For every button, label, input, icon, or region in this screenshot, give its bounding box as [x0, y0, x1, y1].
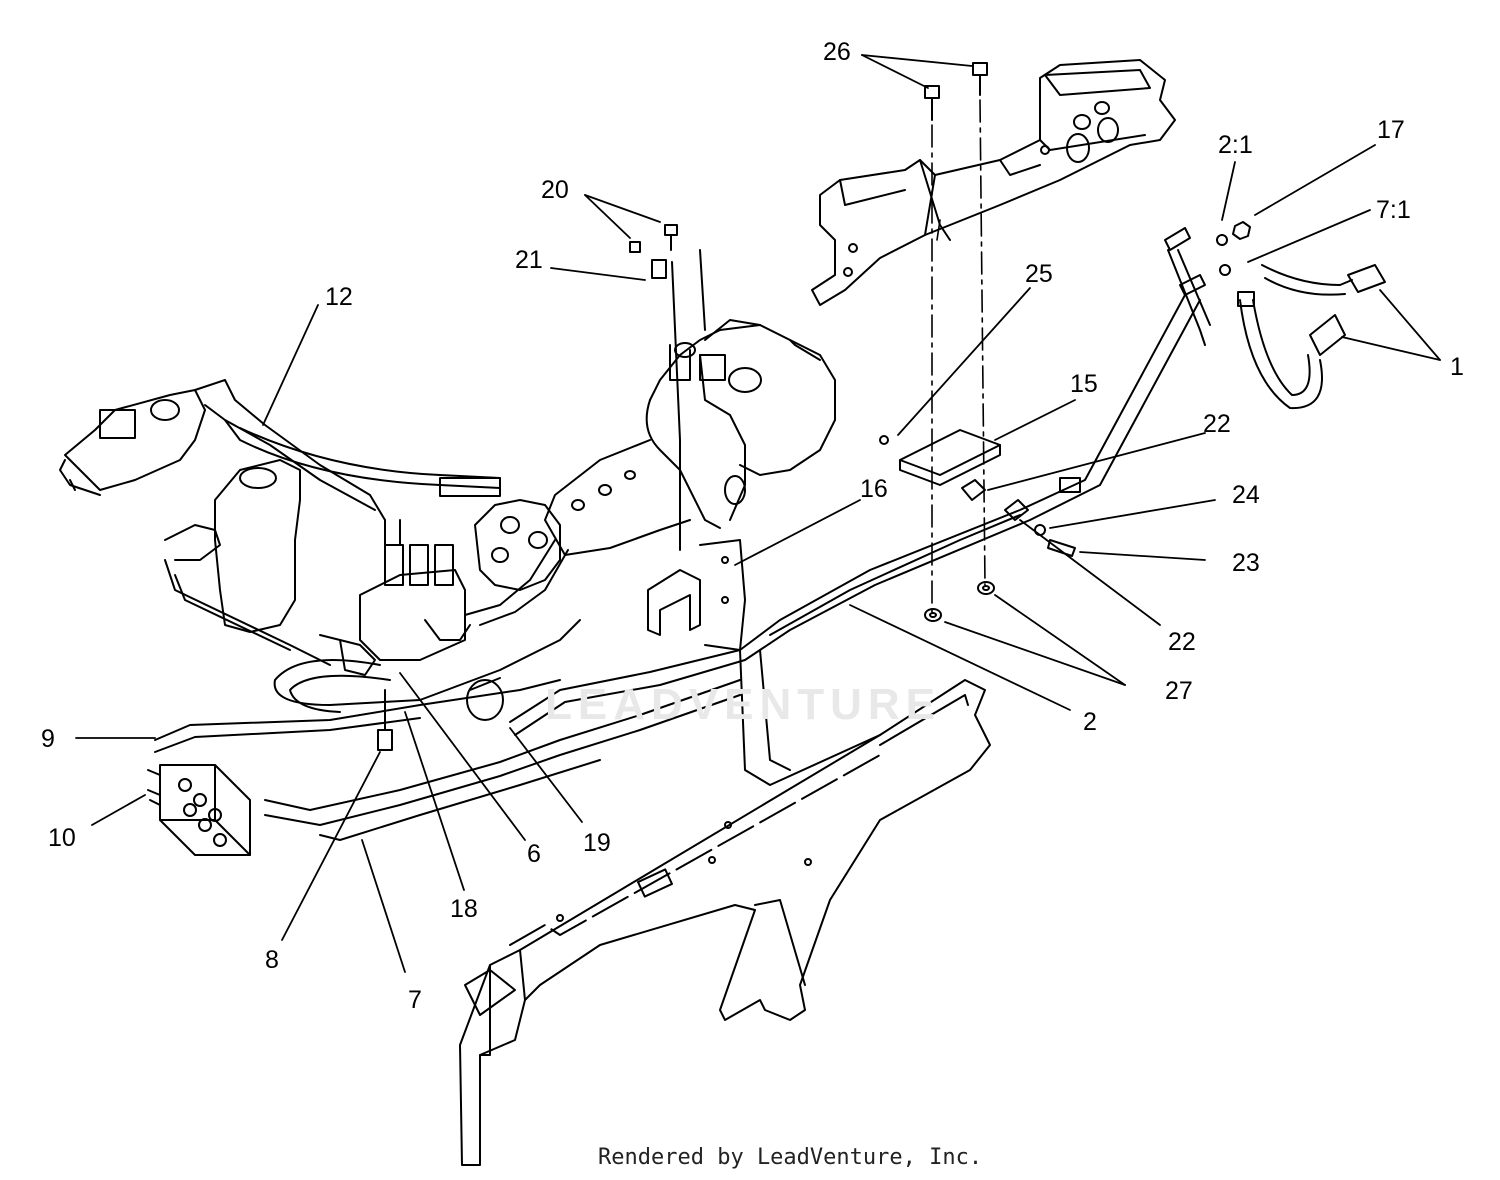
- callout-17: 17: [1377, 116, 1405, 144]
- callout-2: 2: [1083, 708, 1097, 736]
- watermark-text: LEADVENTURE: [545, 680, 942, 729]
- callout-1: 1: [1450, 353, 1464, 381]
- callout-6: 6: [527, 840, 541, 868]
- clamp-22: [962, 478, 1080, 556]
- centerlines: [932, 100, 985, 615]
- steering-cylinder: [60, 380, 500, 520]
- callout-27: 27: [1165, 677, 1193, 705]
- upper-frame-crossmember: [812, 60, 1175, 305]
- render-credit: Rendered by LeadVenture, Inc.: [598, 1145, 983, 1170]
- tube-2: [510, 295, 1200, 735]
- filter: [165, 460, 330, 665]
- callout-18: 18: [450, 895, 478, 923]
- plate-15: [880, 430, 1000, 485]
- callout-2-1: 2:1: [1218, 131, 1253, 159]
- hydraulic-pump: [647, 320, 835, 528]
- callout-9: 9: [41, 725, 55, 753]
- control-valve: [475, 500, 560, 590]
- callout-10: 10: [48, 824, 76, 852]
- axle-tube: [545, 440, 690, 555]
- bolt-26b: [973, 63, 987, 95]
- fitting-8: [378, 690, 392, 750]
- callout-22a: 22: [1203, 410, 1231, 438]
- leader-lines: [76, 55, 1440, 972]
- nut-27a: [925, 609, 941, 621]
- callout-22b: 22: [1168, 628, 1196, 656]
- bolt-26a: [925, 86, 939, 120]
- bracket-16: [648, 540, 745, 650]
- manifold-10: [148, 765, 250, 855]
- nut-27b: [978, 582, 994, 594]
- valve-block-6: [320, 520, 470, 675]
- callout-26: 26: [823, 38, 851, 66]
- hose-assembly-1: [1165, 222, 1385, 408]
- callout-8: 8: [265, 946, 279, 974]
- callout-19: 19: [583, 829, 611, 857]
- lower-frame-side: [460, 650, 990, 1165]
- bolt-20: [630, 225, 705, 550]
- callout-21: 21: [515, 246, 543, 274]
- callout-12: 12: [325, 283, 353, 311]
- callout-16: 16: [860, 475, 888, 503]
- callout-25: 25: [1025, 260, 1053, 288]
- tube-loop: [275, 540, 580, 720]
- callout-7-1: 7:1: [1376, 196, 1411, 224]
- tube-9-7: [155, 680, 740, 840]
- callout-15: 15: [1070, 370, 1098, 398]
- callout-7: 7: [408, 986, 422, 1014]
- callout-23: 23: [1232, 549, 1260, 577]
- callout-24: 24: [1232, 481, 1260, 509]
- callout-20: 20: [541, 176, 569, 204]
